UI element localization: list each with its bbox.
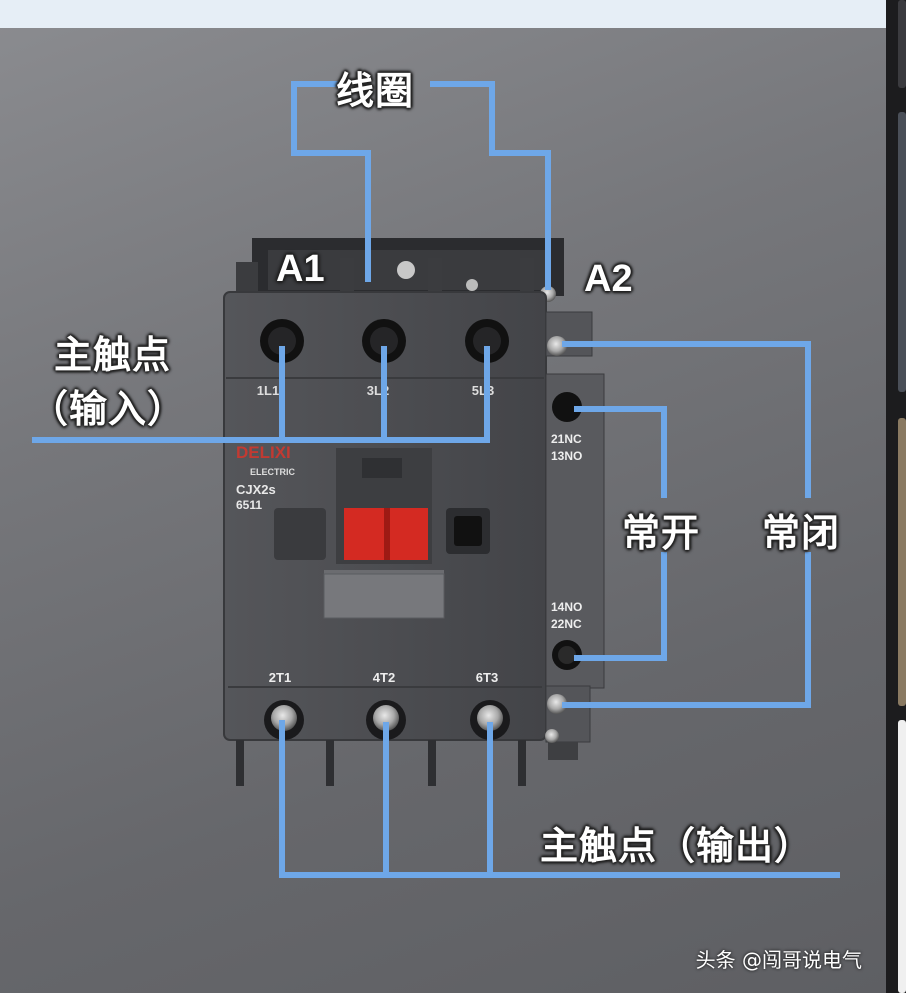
normally-closed-label: 常闭	[762, 511, 841, 555]
a1-label: A1	[276, 248, 325, 290]
diagram-canvas: DELIXI ELECTRIC CJX2s 6511 1L1 3L2 5L3 2…	[0, 0, 886, 993]
coil-terminal-block	[236, 238, 564, 302]
no-wire-top	[574, 406, 667, 498]
aux-terminal-holes	[545, 392, 582, 743]
model-text: CJX2s	[236, 482, 276, 497]
terminal-label-1l1: 1L1	[257, 383, 279, 398]
side-thumb-4	[898, 720, 906, 993]
contactor-diagram: DELIXI ELECTRIC CJX2s 6511 1L1 3L2 5L3 2…	[32, 81, 840, 878]
terminal-label-2t1: 2T1	[269, 670, 291, 685]
nc-wire-top	[562, 341, 811, 498]
normally-open-label: 常开	[622, 511, 701, 555]
terminal-label-4t2: 4T2	[373, 670, 395, 685]
aux-label-14no: 14NO	[551, 600, 582, 614]
no-wire-bottom	[574, 552, 667, 661]
terminal-label-5l3: 5L3	[472, 383, 494, 398]
aux-label-21nc: 21NC	[551, 432, 582, 446]
nc-wire-bottom	[562, 552, 811, 708]
side-thumb-1	[898, 0, 906, 88]
aux-label-13no: 13NO	[551, 449, 582, 463]
coil-wire-a1	[291, 81, 371, 282]
a2-label: A2	[584, 258, 633, 300]
top-terminal-holes	[260, 319, 567, 363]
terminal-label-6t3: 6T3	[476, 670, 498, 685]
front-indicator	[274, 448, 490, 619]
main-input-sublabel: （输入）	[30, 387, 187, 431]
main-input-bus	[32, 346, 490, 443]
side-thumb-2	[898, 112, 906, 392]
brand-sub-text: ELECTRIC	[250, 467, 296, 477]
coil-label: 线圈	[336, 69, 415, 113]
side-thumb-3	[898, 418, 906, 706]
top-bar	[0, 0, 886, 28]
wiring-lines	[32, 81, 840, 878]
brand-text: DELIXI	[236, 443, 291, 462]
coil-wire-a2	[430, 81, 551, 290]
bottom-terminal-screws	[264, 700, 510, 740]
aux-label-22nc: 22NC	[551, 617, 582, 631]
watermark-text: 头条 @闯哥说电气	[695, 948, 862, 972]
model-code-text: 6511	[236, 498, 262, 512]
main-output-bus	[279, 720, 840, 878]
main-output-label: 主触点（输出）	[540, 824, 814, 868]
main-input-label: 主触点	[54, 333, 172, 377]
